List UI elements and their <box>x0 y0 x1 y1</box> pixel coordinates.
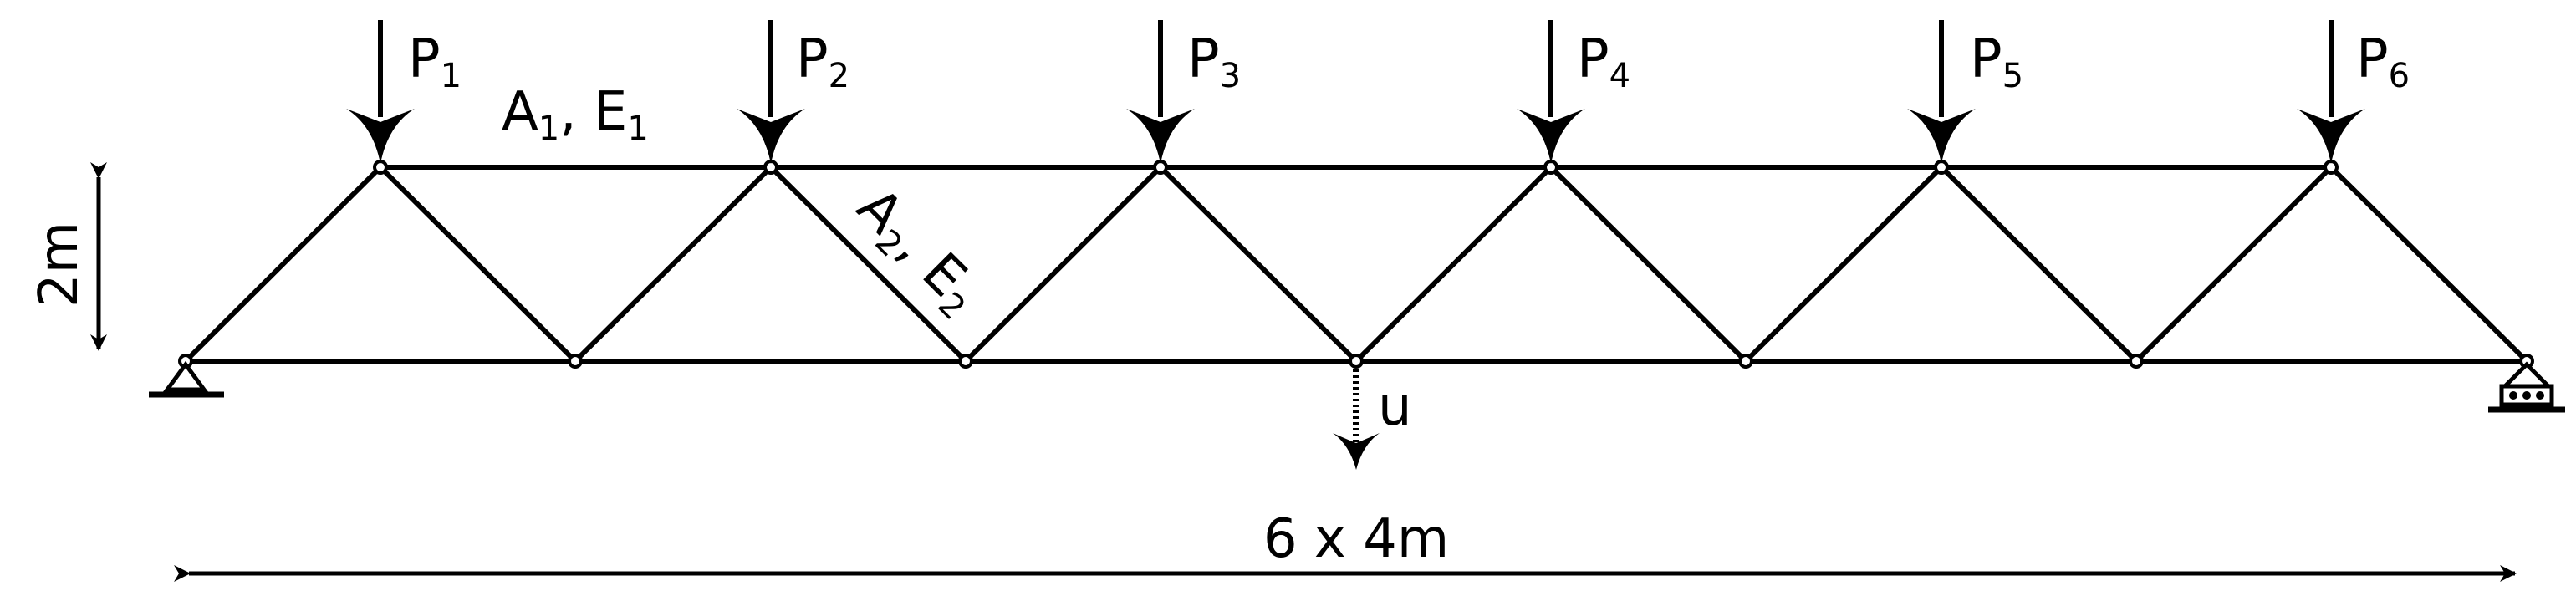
load-label-4: P4 <box>1577 28 1630 95</box>
height-dimension: 2m <box>28 162 107 351</box>
load-label-6: P6 <box>2356 28 2410 95</box>
load-label-3: P3 <box>1187 28 1241 95</box>
roller-support <box>2488 361 2565 413</box>
displacement-label: u <box>1378 376 1412 438</box>
diagonal-members <box>183 165 2529 364</box>
diagonal-member <box>1354 165 1553 364</box>
diagonal-member <box>1548 165 1748 364</box>
displacement-arrow: u <box>1333 369 1412 470</box>
span-label: 6 x 4m <box>1263 508 1449 570</box>
diagonal-member <box>1939 165 2139 364</box>
joint <box>958 354 973 369</box>
joint <box>1738 354 1753 369</box>
joints <box>178 160 2534 369</box>
diagonal-member <box>183 165 383 364</box>
diagonal-member <box>963 165 1163 364</box>
joint <box>568 354 583 369</box>
diagonal-member <box>1743 165 1944 364</box>
load-label-1: P1 <box>408 28 462 95</box>
load-arrow-4: P4 <box>1517 20 1630 164</box>
load-arrow-2: P2 <box>737 20 849 164</box>
diagonal-member <box>2329 165 2529 364</box>
diagonal-member-label: A2, E2 <box>841 176 992 328</box>
load-label-2: P2 <box>796 28 849 95</box>
top-chord-label: A1, E1 <box>502 81 649 148</box>
diagonal-member <box>768 165 968 364</box>
load-arrow-3: P3 <box>1126 20 1241 164</box>
pin-support <box>149 360 224 398</box>
diagonal-member <box>1158 165 1359 364</box>
diagonal-member <box>573 165 773 364</box>
diagonal-member <box>2134 165 2334 364</box>
load-arrow-5: P5 <box>1907 20 2023 164</box>
load-label-5: P5 <box>1970 28 2023 95</box>
load-arrow-6: P6 <box>2297 20 2410 164</box>
load-arrow-1: P1 <box>346 20 462 164</box>
joint <box>2129 354 2144 369</box>
height-label: 2m <box>28 222 90 308</box>
joint <box>1349 354 1364 369</box>
diagonal-member <box>378 165 578 364</box>
span-dimension: 6 x 4m <box>174 508 2517 582</box>
